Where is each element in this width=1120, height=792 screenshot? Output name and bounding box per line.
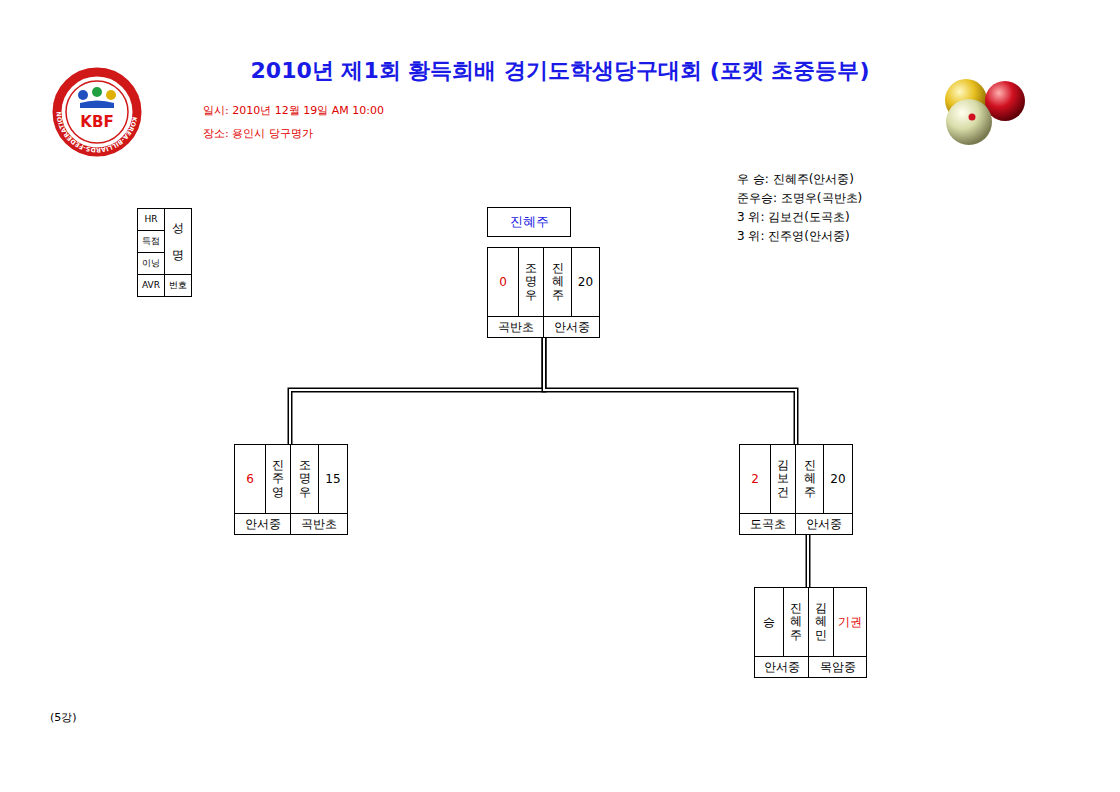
billiard-balls — [945, 79, 1025, 145]
bracket-line-outer — [290, 338, 544, 444]
table-cell: 진주영 — [266, 445, 290, 513]
table-cell: 곡반초 — [291, 514, 347, 534]
school-name: 목암중 — [820, 660, 856, 674]
key-text: HR — [144, 214, 157, 225]
score: 0 — [499, 275, 507, 289]
table-cell: 진혜주 — [488, 208, 570, 236]
winner-box: 진혜주 — [487, 207, 571, 237]
player-name: 조명우 — [525, 262, 537, 302]
table-cell: 도곡초 — [740, 514, 795, 534]
table-cell: 0 — [488, 248, 518, 316]
table-cell: 안서중 — [755, 657, 808, 677]
bracket-line — [290, 338, 544, 444]
logo-dot — [106, 90, 116, 100]
table-cell: 15 — [319, 445, 347, 513]
info-text: 일시: 2010년 12월 19일 AM 10:00 — [203, 103, 384, 118]
key-cell: 성명 — [165, 209, 191, 274]
info-text: 3 위: 김보건(도곡초) — [737, 209, 850, 226]
match-box: 0 조명우 진혜주 20 곡반초 안서중 — [487, 247, 600, 338]
table-cell: 조명우 — [519, 248, 543, 316]
score: 2 — [751, 472, 759, 486]
bracket-line-outer — [544, 338, 796, 444]
key-cell: 득점 — [138, 231, 164, 252]
key-cell: AVR — [138, 275, 164, 296]
table-cell: 20 — [572, 248, 599, 316]
logo-inner — [66, 81, 128, 143]
key-cell: HR — [138, 209, 164, 230]
logo-dot — [78, 90, 88, 100]
score: 20 — [830, 472, 845, 486]
table-cell: 안서중 — [235, 514, 290, 534]
key-cell: 번호 — [165, 275, 191, 296]
key-cell: 이닝 — [138, 253, 164, 274]
player-name: 진혜주 — [552, 262, 564, 302]
key-text: 성명 — [172, 215, 184, 268]
score: 승 — [763, 615, 775, 629]
school-name: 안서중 — [554, 320, 590, 334]
table-cell: 목암중 — [809, 657, 866, 677]
table-cell: 진혜주 — [544, 248, 571, 316]
red-ball — [985, 81, 1025, 121]
info-text: 준우승: 조명우(곡반초) — [737, 190, 862, 207]
key-table: HR 득점이닝 AVR 성명번호 — [137, 208, 192, 297]
info-text: 장소: 용인시 당구명가 — [203, 126, 313, 141]
score: 20 — [578, 275, 593, 289]
table-cell: 안서중 — [796, 514, 852, 534]
key-text: 이닝 — [142, 258, 160, 269]
table-cell: 진혜주 — [796, 445, 823, 513]
table-cell: 안서중 — [544, 317, 599, 337]
table-cell: 기권 — [834, 588, 866, 656]
logo-band — [80, 101, 114, 109]
white-ball — [946, 99, 992, 145]
school-name: 곡반초 — [498, 320, 534, 334]
bracket-line-outer — [806, 535, 811, 587]
logo-text: KBF — [75, 113, 119, 131]
match-box: 6 진주영 조명우 15 안서중 곡반초 — [234, 444, 348, 535]
bracket-line-inner — [807, 535, 809, 587]
player-name: 조명우 — [299, 459, 311, 499]
info-text: 3 위: 진주영(안서중) — [737, 228, 850, 245]
bracket-line — [808, 535, 809, 587]
page-note: (5강) — [50, 710, 77, 725]
score: 6 — [246, 472, 254, 486]
player-name: 진주영 — [272, 459, 284, 499]
match-box: 2 김보건 진혜주 20 도곡초 안서중 — [739, 444, 853, 535]
logo-dot — [92, 87, 102, 97]
table-cell: 김보건 — [771, 445, 795, 513]
ball-spot — [969, 114, 976, 121]
info-text: 우 승: 진혜주(안서중) — [737, 171, 854, 188]
match-box: 승 진혜주 김혜민 기권안서중 목암중 — [754, 587, 867, 678]
table-cell: 6 — [235, 445, 265, 513]
table-cell: 승 — [755, 588, 783, 656]
key-text: AVR — [142, 280, 160, 291]
score: 15 — [325, 472, 340, 486]
table-cell: 김혜민 — [809, 588, 833, 656]
key-text: 번호 — [169, 280, 187, 291]
table-cell: 곡반초 — [488, 317, 543, 337]
player-name: 진혜주 — [790, 602, 802, 642]
table-cell: 20 — [824, 445, 852, 513]
table-cell: 진혜주 — [784, 588, 808, 656]
winner-name: 진혜주 — [510, 214, 549, 230]
school-name: 도곡초 — [750, 517, 786, 531]
score: 기권 — [838, 615, 862, 629]
school-name: 안서중 — [764, 660, 800, 674]
bracket-line-inner — [290, 338, 544, 444]
key-text: 득점 — [142, 236, 160, 247]
player-name: 김보건 — [777, 459, 789, 499]
school-name: 안서중 — [245, 517, 281, 531]
school-name: 곡반초 — [301, 517, 337, 531]
table-cell: 조명우 — [291, 445, 318, 513]
table-cell: 2 — [740, 445, 770, 513]
player-name: 김혜민 — [815, 602, 827, 642]
logo-ring-text: KOREA-BILLIARDS-FEDERATION — [55, 111, 139, 154]
bracket-line — [544, 338, 796, 444]
page-title: 2010년 제1회 황득희배 경기도학생당구대회 (포켓 초중등부) — [0, 56, 1120, 86]
player-name: 진혜주 — [804, 459, 816, 499]
school-name: 안서중 — [806, 517, 842, 531]
bracket-line-inner — [544, 338, 796, 444]
